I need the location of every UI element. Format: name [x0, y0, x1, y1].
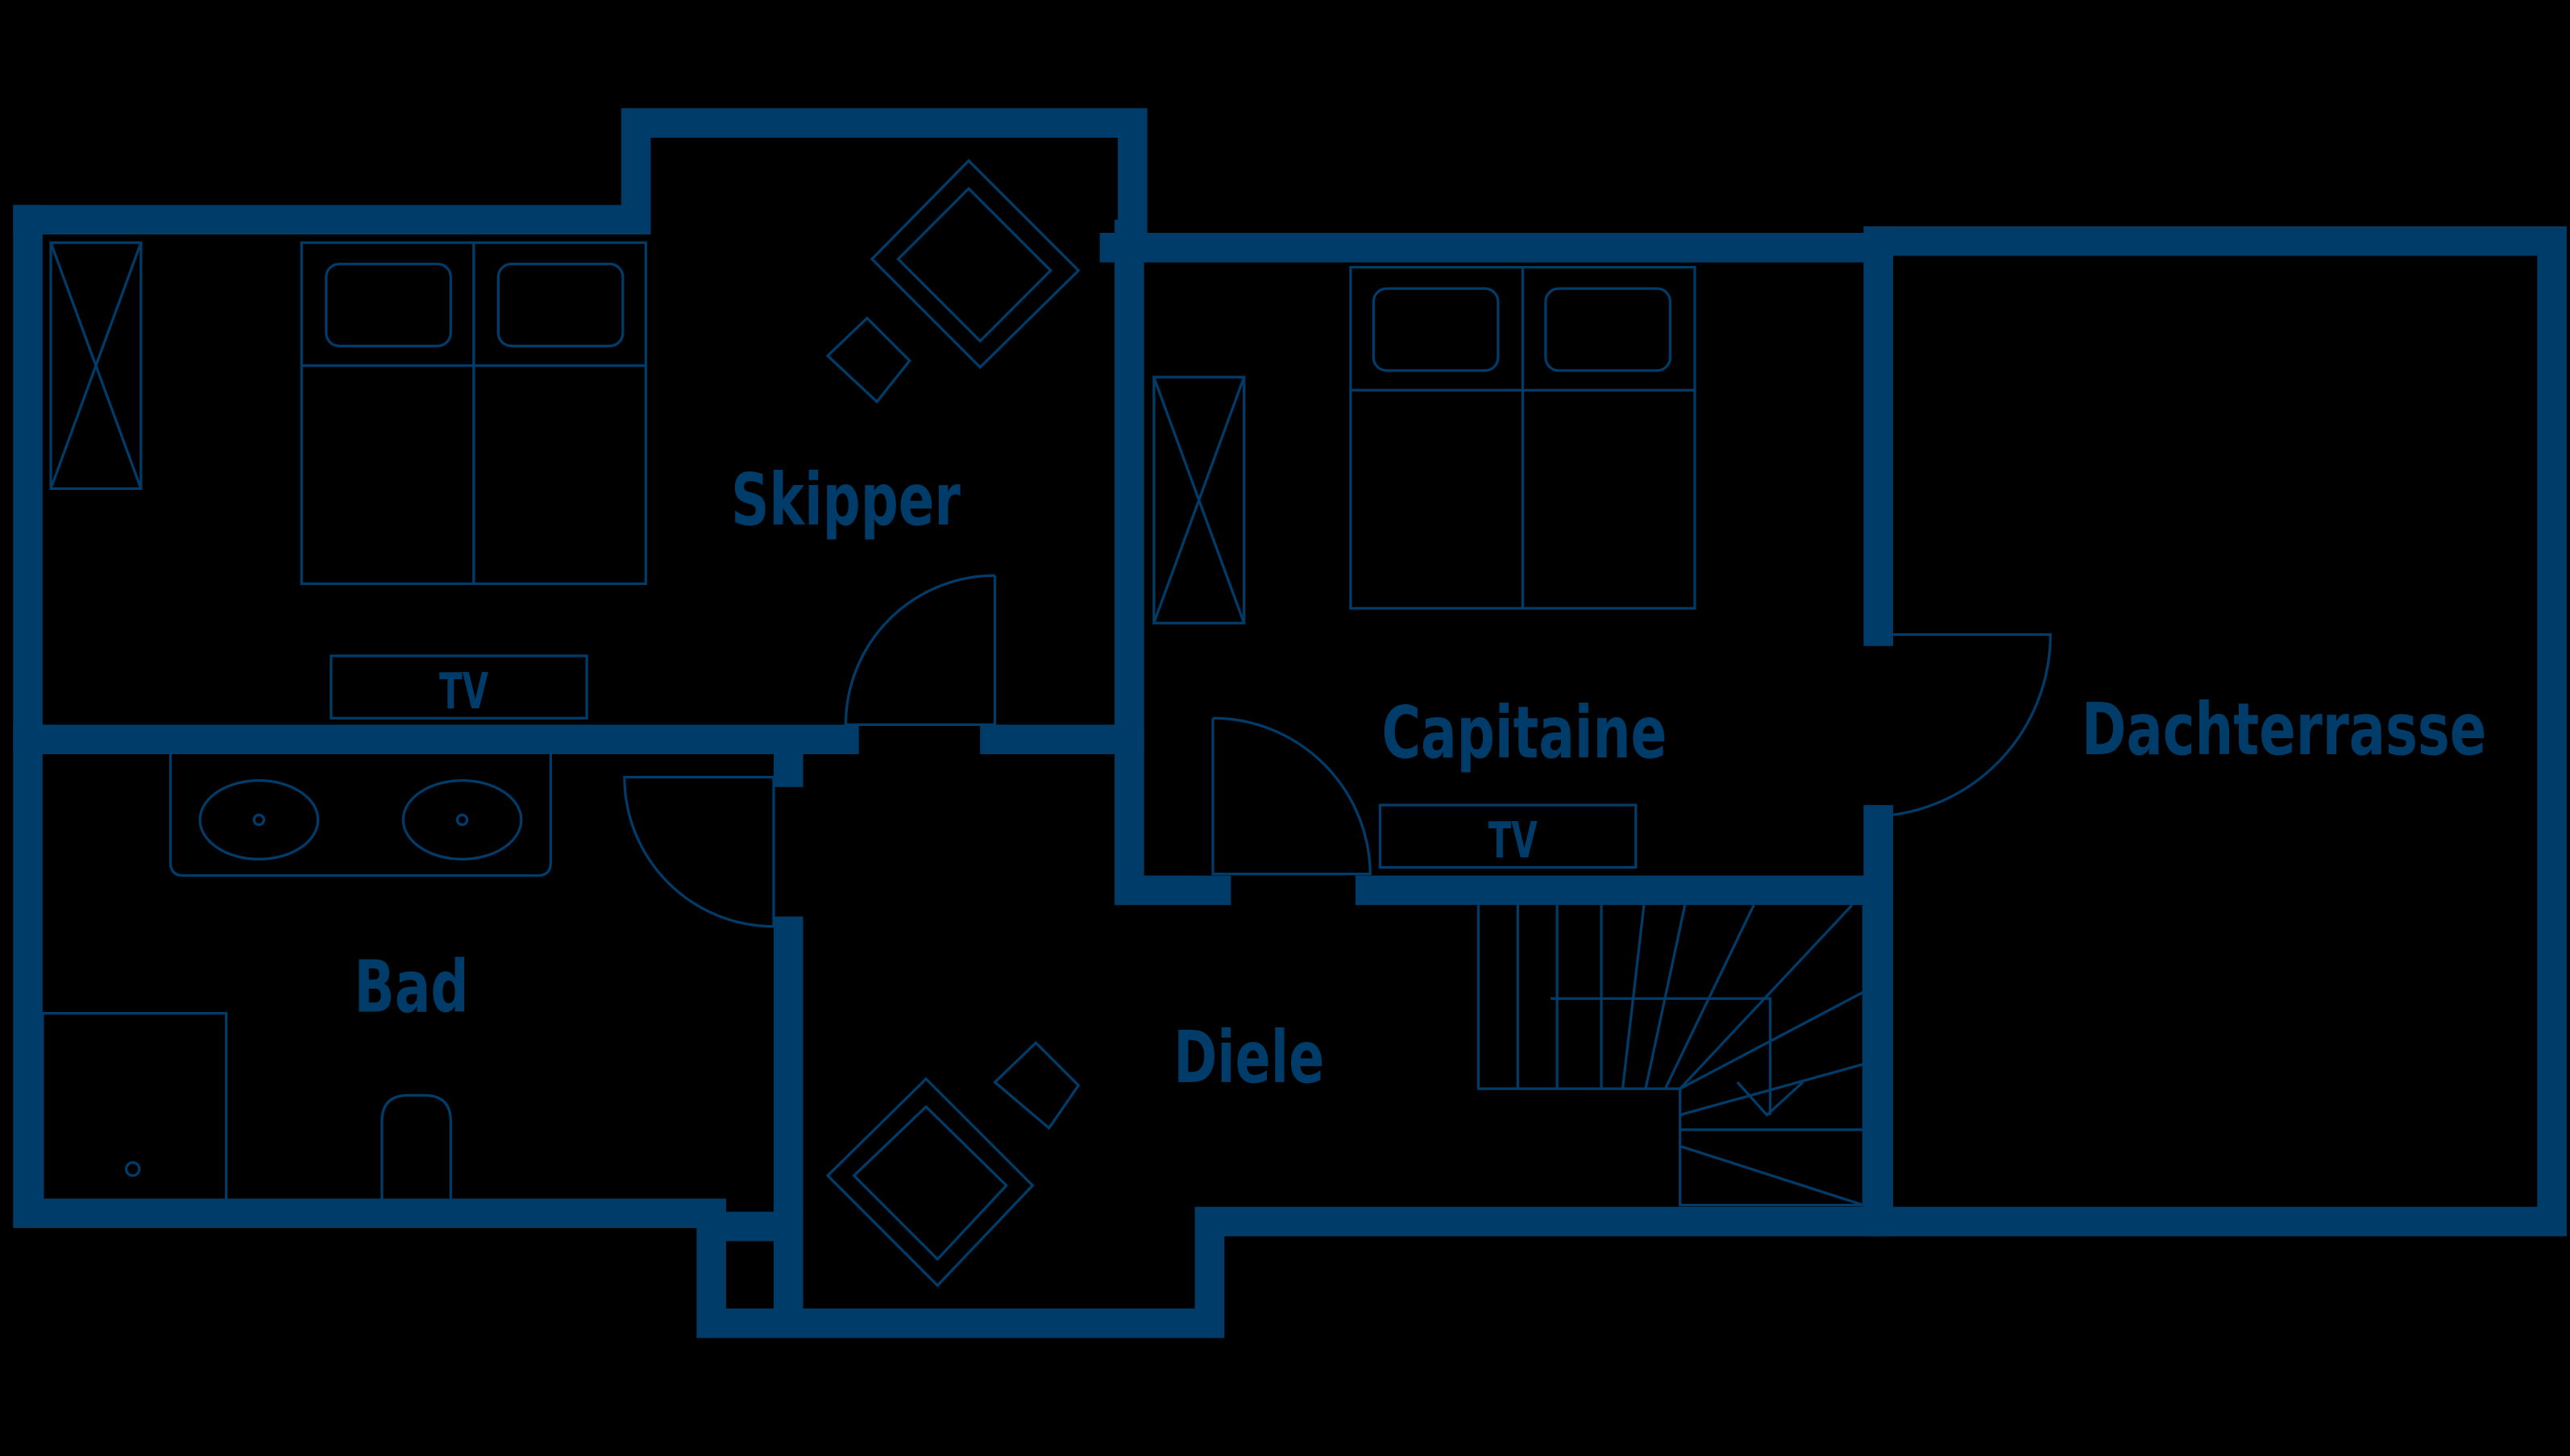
side-table [993, 1040, 1081, 1130]
door-capitaine [1211, 716, 1372, 876]
tv-stand [1378, 803, 1638, 869]
skipper-furniture [49, 159, 1081, 727]
room-label-capitaine: Capitaine [1381, 691, 1667, 775]
vanity [168, 754, 552, 877]
capitaine-furniture [1152, 266, 2052, 876]
room-label-dachterrasse: Dachterrasse [2082, 688, 2486, 772]
labels: Skipper Capitaine Dachterrasse Bad Diele… [354, 458, 2486, 1100]
side-table [825, 316, 911, 404]
door-skipper [844, 574, 997, 727]
staircase [1476, 904, 1866, 1207]
tv-stand [330, 654, 588, 720]
wardrobe [1152, 375, 1246, 624]
diele-furniture [825, 904, 1866, 1288]
shower [41, 1011, 228, 1202]
bad-furniture [41, 754, 775, 1202]
walls [13, 108, 2567, 1338]
wardrobe [49, 241, 143, 491]
toilet [380, 1093, 452, 1201]
tv-label-capitaine: TV [1488, 812, 1538, 869]
room-label-bad: Bad [354, 946, 468, 1030]
armchair [870, 159, 1081, 370]
room-label-diele: Diele [1173, 1016, 1324, 1100]
door-terrace [1868, 633, 2052, 819]
armchair [825, 1076, 1035, 1288]
tv-label-skipper: TV [439, 663, 488, 720]
door-bad [623, 775, 775, 928]
room-label-skipper: Skipper [731, 458, 961, 542]
